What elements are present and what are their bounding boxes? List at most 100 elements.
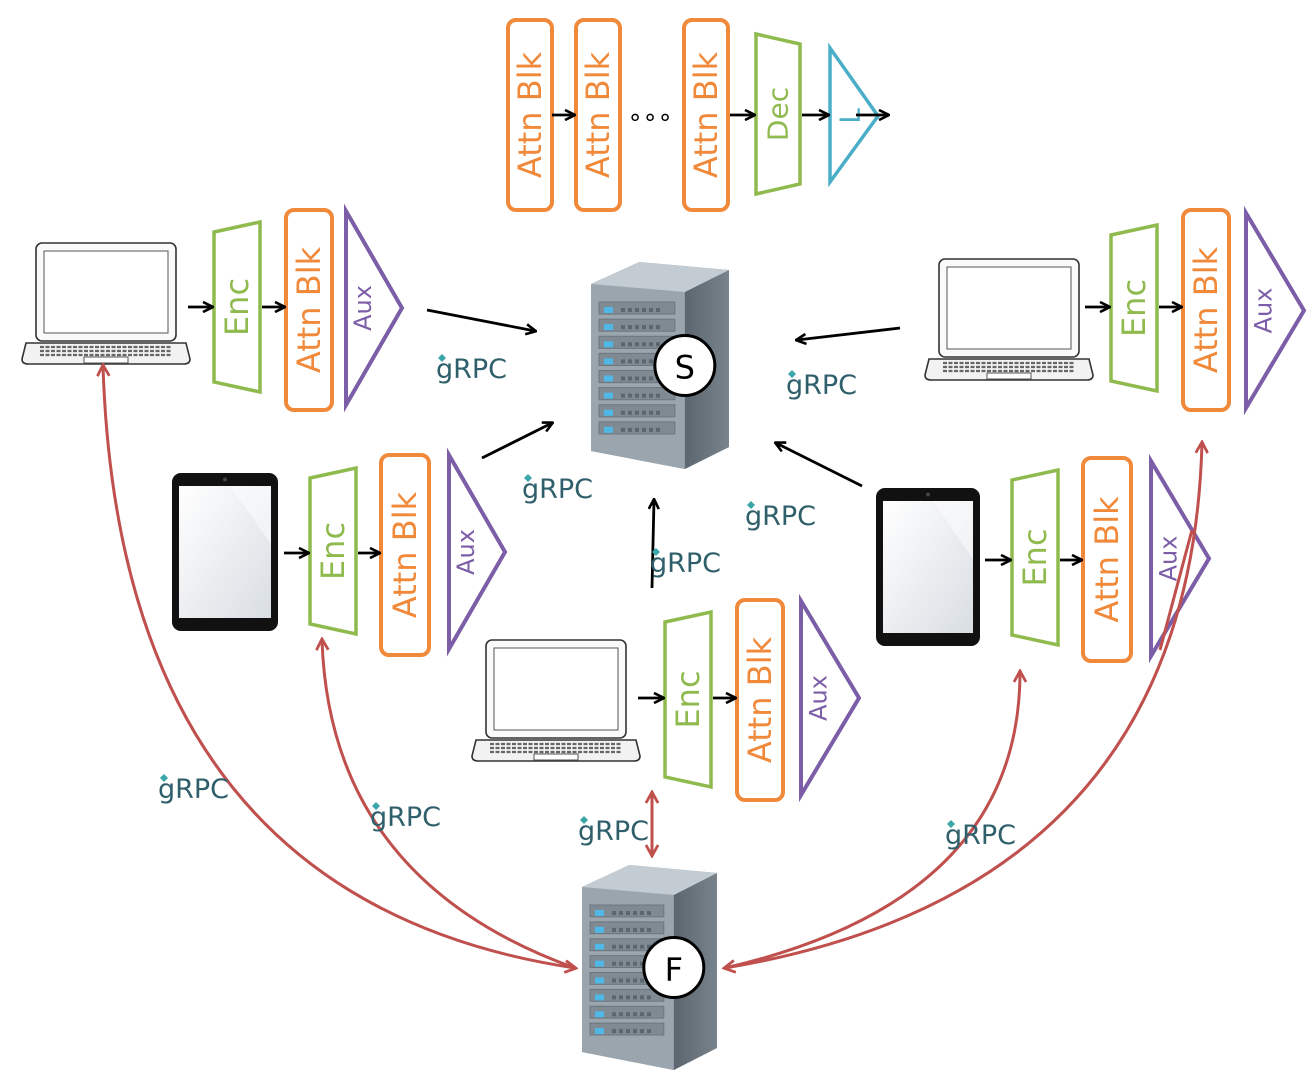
grpc-fed-c3: gRPC — [370, 802, 441, 833]
server-vent — [621, 308, 625, 312]
server-vent — [640, 911, 644, 915]
c1-to-server-arrow — [426, 308, 535, 331]
server-vent — [626, 995, 630, 1000]
server-vent — [649, 427, 653, 432]
client1-aux-label: Aux — [349, 285, 377, 331]
server-vent — [619, 1012, 623, 1017]
tablet-camera — [223, 477, 227, 482]
server-led — [595, 910, 604, 916]
server-vent — [612, 995, 616, 1000]
fed-to-client2-curve — [725, 443, 1202, 968]
client5-encoder-label: Enc — [669, 670, 707, 728]
grpc-fed-c1: gRPC — [158, 774, 229, 805]
server-vent — [626, 944, 630, 949]
server-vent — [642, 410, 646, 415]
server-led — [595, 960, 604, 967]
grpc-label: gRPC — [745, 501, 816, 532]
server-vent — [635, 410, 639, 415]
top-attn-block-1-label: Attn Blk — [511, 51, 549, 178]
laptop-screen — [493, 647, 619, 731]
server-label: F — [665, 951, 683, 989]
c3-to-server-arrow — [481, 423, 552, 460]
laptop-screen — [946, 266, 1072, 350]
grpc-fed-c2: gRPC — [945, 820, 1016, 851]
laptop-touchpad — [533, 753, 579, 761]
server-vent — [619, 1029, 623, 1034]
server-led — [604, 358, 613, 365]
server-vent — [626, 1012, 630, 1017]
grpc-label: gRPC — [370, 802, 441, 833]
server-bay — [589, 1022, 665, 1036]
server-vent — [628, 325, 632, 330]
server-vent — [635, 325, 639, 330]
server-vent — [633, 944, 637, 949]
server-vent — [612, 961, 616, 966]
client2-encoder — [1109, 222, 1159, 394]
grpc-logo-icon — [438, 354, 446, 362]
server-vent — [656, 342, 660, 347]
server-vent — [635, 308, 639, 312]
server-vent — [612, 978, 616, 983]
server-vent — [640, 1029, 644, 1034]
server-vent — [642, 376, 646, 381]
grpc-logo-icon — [788, 370, 796, 378]
server-vent — [628, 410, 632, 415]
server-vent — [649, 308, 653, 312]
client3-attn-block-label: Attn Blk — [386, 491, 424, 618]
grpc-logo-icon — [747, 501, 755, 509]
split-server: S — [591, 262, 729, 469]
server-led — [604, 341, 613, 348]
client2-attn-block-label: Attn Blk — [1187, 246, 1225, 373]
top-attn-block-2-label: Attn Blk — [579, 51, 617, 178]
server-vent — [628, 427, 632, 432]
server-vent — [612, 911, 616, 915]
c2-to-server-arrow — [797, 326, 901, 340]
server-led — [595, 943, 604, 950]
laptop-top-right — [924, 258, 1094, 381]
server-bay — [589, 904, 665, 918]
server-vent — [612, 927, 616, 932]
grpc-label: gRPC — [650, 548, 721, 579]
decoder-block-label: Dec — [762, 87, 795, 141]
client4-attn-block-label: Attn Blk — [1088, 496, 1126, 623]
grpc-label: gRPC — [945, 820, 1016, 851]
top-attn-block-3-label: Attn Blk — [687, 51, 725, 178]
loss-block-label: L — [834, 108, 867, 124]
grpc-label: gRPC — [786, 370, 857, 401]
server-vent — [621, 376, 625, 381]
federated-server: F — [582, 865, 717, 1070]
grpc-c5: gRPC — [650, 548, 721, 579]
server-vent — [635, 359, 639, 364]
server-vent — [647, 927, 651, 932]
grpc-logo-icon — [580, 816, 588, 824]
server-vent — [626, 911, 630, 915]
server-label: S — [675, 349, 695, 387]
server-led — [595, 926, 604, 933]
server-vent — [649, 359, 653, 364]
grpc-c2: gRPC — [786, 370, 857, 401]
laptop-bottom-center — [471, 639, 641, 762]
server-vent — [642, 325, 646, 330]
connection-arrows — [103, 115, 1202, 968]
server-vent — [633, 1029, 637, 1034]
server-vent — [649, 410, 653, 415]
tablet-right — [876, 488, 980, 646]
server-vent — [633, 995, 637, 1000]
top-attn-block-2 — [574, 18, 622, 212]
server-vent — [628, 393, 632, 398]
server-vent — [635, 342, 639, 347]
grpc-fed-c5: gRPC — [578, 816, 649, 847]
server-led — [595, 1011, 604, 1018]
client3-encoder-label: Enc — [314, 522, 352, 580]
servers: SF — [582, 262, 729, 1070]
server-vent — [642, 308, 646, 312]
laptop-base — [924, 358, 1094, 381]
server-vent — [626, 927, 630, 932]
server-vent — [640, 978, 644, 983]
tablet-left — [172, 473, 278, 631]
server-vent — [656, 393, 660, 398]
server-vent — [647, 995, 651, 1000]
laptop-touchpad — [83, 356, 129, 364]
